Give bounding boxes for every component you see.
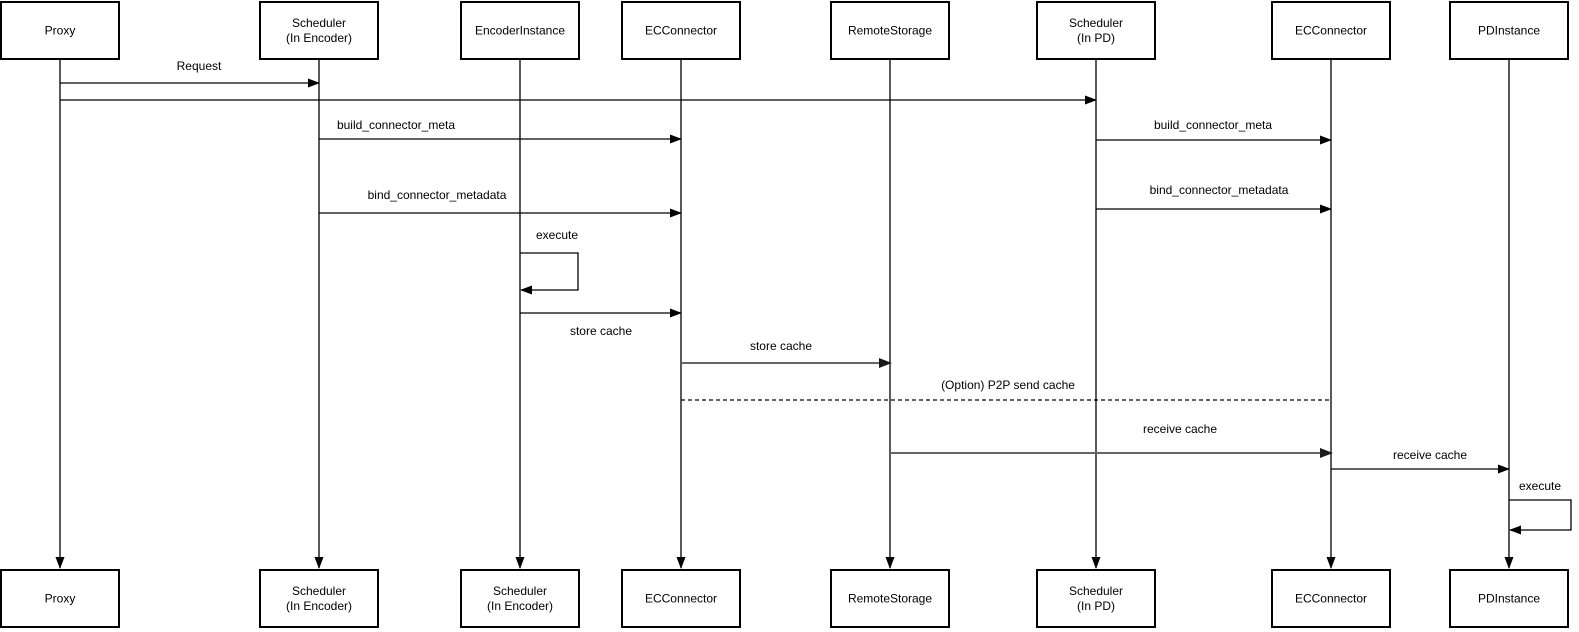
actor-box-top-remote-storage (830, 1, 950, 60)
self-loop-1 (1509, 499, 1572, 535)
message-label-4: bind_connector_metadata (368, 188, 507, 202)
actor-label-bottom-pd-instance: PDInstance (1478, 592, 1540, 606)
actor-box-top-encoder-instance (460, 1, 580, 60)
actor-box-top-scheduler-pd (1036, 1, 1156, 60)
actor-label-top-encoder-instance: EncoderInstance (475, 24, 565, 38)
message-label-7: store cache (750, 339, 812, 353)
actor-box-bottom-scheduler-pd (1036, 569, 1156, 628)
actor-label-bottom-scheduler-encoder: Scheduler(In Encoder) (286, 584, 352, 613)
actor-box-top-proxy (0, 1, 120, 60)
actor-label-top-proxy: Proxy (45, 24, 76, 38)
actor-box-bottom-ec-connector-1 (621, 569, 741, 628)
actor-box-bottom-encoder-instance (460, 569, 580, 628)
actor-box-bottom-scheduler-encoder (259, 569, 379, 628)
actor-label-bottom-proxy: Proxy (45, 592, 76, 606)
message-label-6: store cache (570, 324, 632, 338)
actor-label-top-ec-connector-2: ECConnector (1295, 24, 1367, 38)
actor-box-bottom-remote-storage (830, 569, 950, 628)
actor-label-top-remote-storage: RemoteStorage (848, 24, 932, 38)
actor-label-top-pd-instance: PDInstance (1478, 24, 1540, 38)
actor-label-top-scheduler-pd: Scheduler(In PD) (1069, 16, 1123, 45)
message-label-10: receive cache (1393, 448, 1467, 462)
message-label-8: (Option) P2P send cache (941, 378, 1075, 392)
actor-box-bottom-ec-connector-2 (1271, 569, 1391, 628)
actor-label-top-scheduler-encoder: Scheduler(In Encoder) (286, 16, 352, 45)
actor-label-bottom-ec-connector-1: ECConnector (645, 592, 717, 606)
actor-box-top-scheduler-encoder (259, 1, 379, 60)
self-loop-label-0: execute (536, 228, 578, 242)
actor-box-bottom-pd-instance (1449, 569, 1569, 628)
actor-label-top-ec-connector-1: ECConnector (645, 24, 717, 38)
actor-label-bottom-scheduler-pd: Scheduler(In PD) (1069, 584, 1123, 613)
message-label-5: bind_connector_metadata (1150, 183, 1289, 197)
actor-box-top-ec-connector-1 (621, 1, 741, 60)
message-label-9: receive cache (1143, 422, 1217, 436)
message-label-3: build_connector_meta (1154, 118, 1272, 132)
actor-box-top-pd-instance (1449, 1, 1569, 60)
actor-label-bottom-ec-connector-2: ECConnector (1295, 592, 1367, 606)
lifelines-layer (55, 59, 1514, 569)
actor-box-top-ec-connector-2 (1271, 1, 1391, 60)
actor-box-bottom-proxy (0, 569, 120, 628)
message-label-2: build_connector_meta (337, 118, 455, 132)
self-loop-0 (520, 252, 579, 295)
messages-layer: Request build_connector_meta build_connect… (60, 59, 1572, 535)
actor-label-bottom-encoder-instance: Scheduler(In Encoder) (487, 584, 553, 613)
message-label-0: Request (177, 59, 222, 73)
self-loop-label-1: execute (1519, 479, 1561, 493)
actor-label-bottom-remote-storage: RemoteStorage (848, 592, 932, 606)
